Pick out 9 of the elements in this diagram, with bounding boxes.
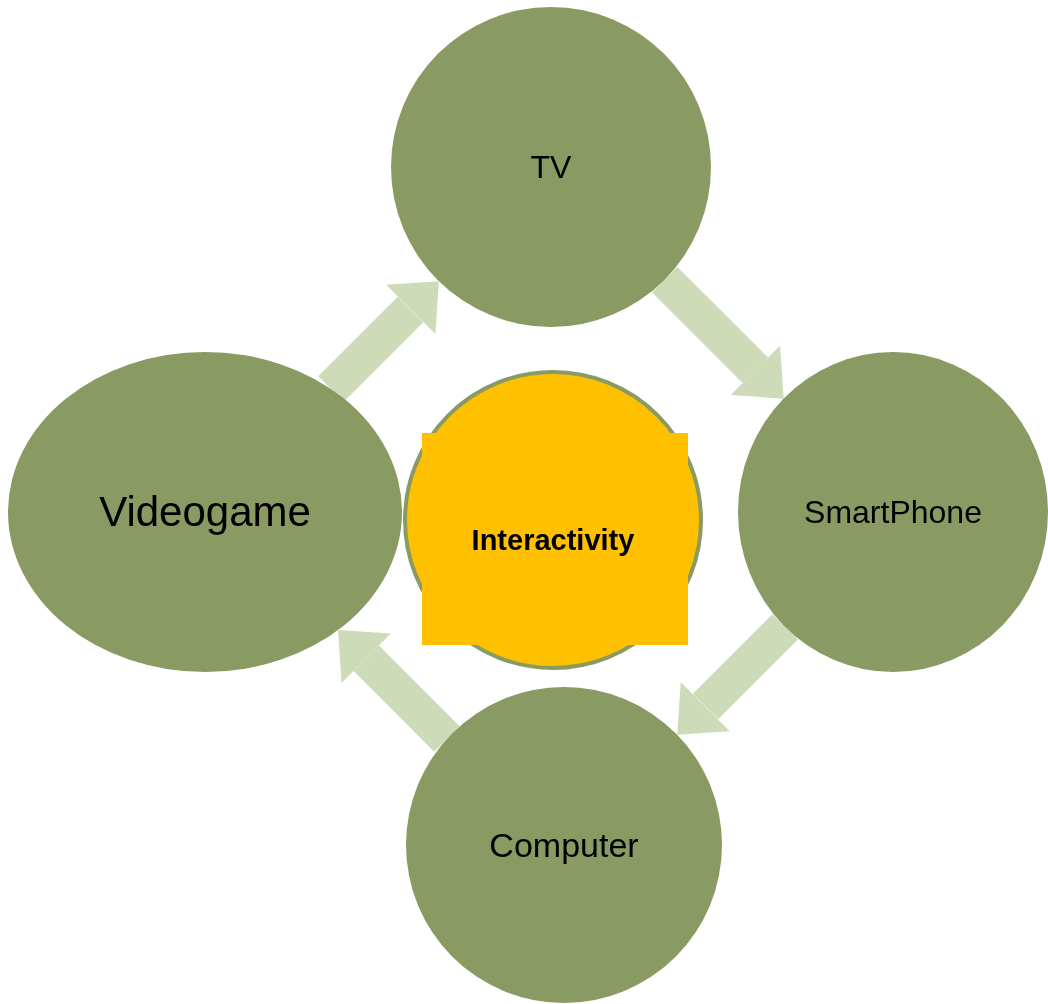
node-label: TV (530, 148, 572, 186)
node-label: Interactivity (471, 523, 635, 557)
block-arrow (651, 266, 784, 399)
node-label: SmartPhone (804, 493, 982, 531)
node-label: Videogame (99, 488, 311, 536)
block-arrow (338, 630, 460, 752)
node-label: Computer (489, 825, 639, 865)
block-arrow (318, 281, 439, 402)
block-arrow (677, 614, 798, 735)
